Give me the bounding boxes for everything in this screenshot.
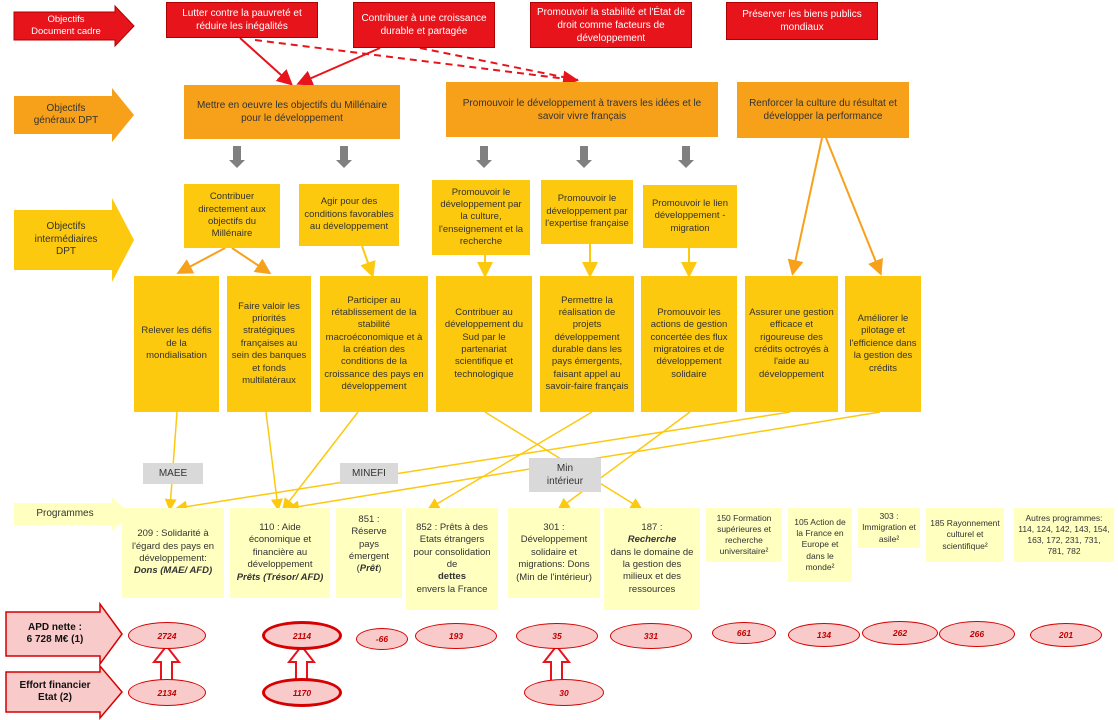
row-arrow-effort bbox=[5, 663, 123, 720]
inter-partenariat-sud: Contribuer au développement du Sud par l… bbox=[436, 276, 532, 412]
apd-value-187: 331 bbox=[610, 623, 692, 649]
programme-851-em: Prêt bbox=[359, 563, 379, 575]
effort-value-209: 2134 bbox=[128, 679, 206, 706]
apd-value-851: -66 bbox=[356, 628, 408, 650]
cadre-pauvrete: Lutter contre la pauvreté et réduire les… bbox=[166, 2, 318, 38]
inter-gestion-credits: Assurer une gestion efficace et rigoureu… bbox=[745, 276, 838, 412]
programme-209-em: Dons (MAE/ AFD) bbox=[133, 565, 213, 577]
programme-110: 110 : Aide économique et financière au d… bbox=[230, 508, 330, 598]
inter-projets-emergents: Permettre la réalisation de projets déve… bbox=[540, 276, 634, 412]
general-omd: Mettre en oeuvre les objectifs du Millén… bbox=[184, 85, 400, 139]
programme-105: 105 Action de la France en Europe et dan… bbox=[788, 508, 852, 582]
programme-187: 187 : Recherche dans le domaine de la ge… bbox=[604, 508, 700, 610]
inter-expertise: Promouvoir le développement par l'expert… bbox=[541, 180, 633, 244]
programme-852-tail: envers la France bbox=[416, 583, 488, 595]
row-label-effort-financier: Effort financier Etat (2) bbox=[19, 679, 91, 704]
row-arrow-document-cadre bbox=[13, 4, 135, 48]
ministry-maee: MAEE bbox=[143, 463, 203, 484]
yellow-links bbox=[164, 411, 881, 513]
inter-flux-migratoires: Promouvoir les actions de gestion concer… bbox=[641, 276, 737, 412]
arrow-performance-to-pilotage bbox=[825, 137, 883, 276]
row-label-document-cadre: Objectifs Document cadre bbox=[31, 14, 101, 37]
ministry-minefi: MINEFI bbox=[340, 463, 398, 484]
inter-pilotage: Améliorer le pilotage et l'efficience da… bbox=[845, 276, 921, 412]
programme-851-text: 851 : Réserve pays émergent ( bbox=[348, 514, 390, 575]
programme-301: 301 : Développement solidaire et migrati… bbox=[508, 508, 600, 598]
row-arrow-programmes bbox=[14, 497, 130, 531]
effort-value-110: 1170 bbox=[262, 678, 342, 707]
programme-110-em: Prêts (Trésor/ AFD) bbox=[236, 571, 324, 583]
inter-mondialisation: Relever les défis de la mondialisation bbox=[134, 276, 219, 412]
arrow-pauvrete-to-idees bbox=[254, 39, 579, 87]
programme-187-text: dans le domaine de la gestion des milieu… bbox=[610, 546, 694, 595]
row-arrow-apd bbox=[5, 601, 123, 667]
programme-185: 185 Rayonnement culturel et scientifique… bbox=[926, 508, 1004, 562]
apd-value-852: 193 bbox=[415, 623, 497, 649]
apd-value-209: 2724 bbox=[128, 622, 206, 649]
programme-209-text: 209 : Solidarité à l'égard des pays en d… bbox=[131, 528, 215, 564]
inter-migration: Promouvoir le lien développement - migra… bbox=[643, 185, 737, 248]
arrow-stabilite-to-idees bbox=[419, 47, 579, 81]
inter-omd-direct: Contribuer directement aux objectifs du … bbox=[184, 184, 280, 248]
programme-851-tail: ) bbox=[378, 563, 382, 575]
programme-autres: Autres programmes: 114, 124, 142, 143, 1… bbox=[1014, 508, 1114, 562]
apd-value-105: 134 bbox=[788, 623, 860, 647]
programme-187-em: Recherche bbox=[627, 534, 677, 546]
apd-value-150: 661 bbox=[712, 622, 776, 644]
apd-value-110: 2114 bbox=[262, 621, 342, 650]
row-label-apd-nette: APD nette : 6 728 M€ (1) bbox=[26, 621, 84, 646]
apd-value-301: 35 bbox=[516, 623, 598, 649]
cadre-croissance: Contribuer à une croissance durable et p… bbox=[353, 2, 495, 48]
apd-value-185: 266 bbox=[939, 621, 1015, 647]
programme-209: 209 : Solidarité à l'égard des pays en d… bbox=[122, 508, 224, 598]
apd-value-303: 262 bbox=[862, 621, 938, 645]
row-label-programmes: Programmes bbox=[36, 507, 94, 519]
programme-187-pre: 187 : bbox=[641, 521, 663, 533]
inter-priorites-banques: Faire valoir les priorités stratégiques … bbox=[227, 276, 311, 412]
inter-culture-recherche: Promouvoir le développement par la cultu… bbox=[432, 180, 530, 255]
arrow-omd-to-mondialisation bbox=[176, 247, 226, 274]
programme-851: 851 : Réserve pays émergent (Prêt) bbox=[336, 508, 402, 598]
inter-conditions-favorables: Agir pour des conditions favorables au d… bbox=[299, 184, 399, 246]
general-idees-savoir: Promouvoir le développement à travers le… bbox=[446, 82, 718, 137]
programme-110-text: 110 : Aide économique et financière au d… bbox=[247, 522, 313, 571]
apd-value-autres: 201 bbox=[1030, 623, 1102, 647]
row-arrow-generaux bbox=[14, 88, 134, 142]
programme-150: 150 Formation supérieures et recherche u… bbox=[706, 508, 782, 562]
programme-852-em: dettes bbox=[438, 571, 466, 583]
programme-852-text: 852 : Prêts à des Etats étrangers pour c… bbox=[413, 521, 491, 570]
cadre-stabilite: Promouvoir la stabilité et l'État de dro… bbox=[530, 2, 692, 48]
programme-852: 852 : Prêts à des Etats étrangers pour c… bbox=[406, 508, 498, 610]
ministry-interieur: Min intérieur bbox=[529, 458, 601, 492]
inter-stabilite-macro: Participer au rétablissement de la stabi… bbox=[320, 276, 428, 412]
programme-303: 303 : Immigration et asile² bbox=[858, 508, 920, 548]
row-label-generaux: Objectifs généraux DPT bbox=[33, 102, 99, 127]
arrow-performance-to-gestion bbox=[787, 137, 823, 276]
grey-arrows bbox=[229, 146, 694, 168]
general-performance: Renforcer la culture du résultat et déve… bbox=[737, 82, 909, 138]
arrow-pauvrete-to-omd bbox=[239, 37, 293, 86]
cadre-biens-publics: Préserver les biens publics mondiaux bbox=[726, 2, 878, 40]
row-label-intermediaires: Objectifs intermédiaires DPT bbox=[34, 221, 98, 258]
row-arrow-intermediaires bbox=[14, 198, 134, 282]
arrow-omd-to-priorites bbox=[231, 247, 272, 275]
effort-value-301: 30 bbox=[524, 679, 604, 706]
arrow-conditions-to-stabilite bbox=[360, 245, 376, 278]
